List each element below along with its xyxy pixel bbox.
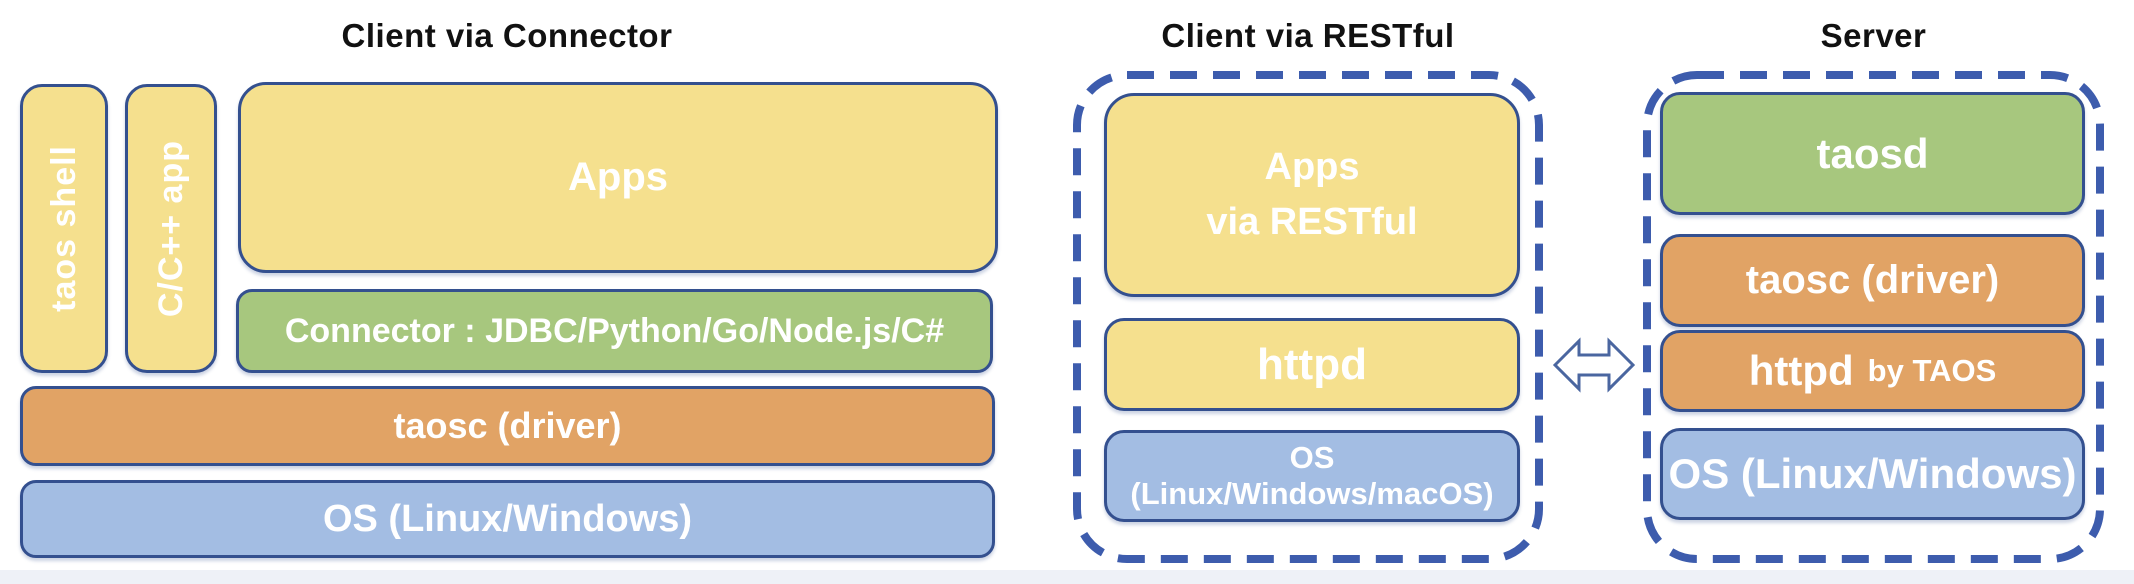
- apps-label: Apps: [568, 155, 668, 199]
- httpd-server-label: httpd: [1748, 347, 1854, 394]
- box-httpd-server: httpd by TAOS: [1660, 330, 2085, 412]
- taosc-driver-server-label: taosc (driver): [1745, 258, 2000, 302]
- box-apps-via-restful: Apps via RESTful: [1104, 93, 1520, 297]
- taosc-driver-client-label: taosc (driver): [393, 405, 622, 446]
- section-title-client-connector: Client via Connector: [341, 17, 673, 54]
- cpp-app-label: C/C++ app: [151, 139, 190, 318]
- taos-shell-label: taos shell: [44, 145, 83, 312]
- box-taos-shell: taos shell: [20, 84, 108, 373]
- box-connector: Connector : JDBC/Python/Go/Node.js/C#: [236, 289, 993, 373]
- box-os-restful: OS (Linux/Windows/macOS): [1104, 430, 1520, 522]
- box-cpp-app: C/C++ app: [125, 84, 217, 373]
- box-httpd-restful: httpd: [1104, 318, 1520, 411]
- box-apps: Apps: [238, 82, 998, 273]
- double-arrow-icon: [1552, 337, 1636, 393]
- restful-dashed-border: [1073, 71, 1543, 563]
- section-title-client-restful: Client via RESTful: [1161, 17, 1455, 54]
- box-os-server: OS (Linux/Windows): [1660, 428, 2085, 520]
- box-taosc-driver-server: taosc (driver): [1660, 234, 2085, 327]
- box-os-client-connector: OS (Linux/Windows): [20, 480, 995, 558]
- connector-label: Connector : JDBC/Python/Go/Node.js/C#: [284, 311, 945, 350]
- section-title-server: Server: [1820, 17, 1927, 54]
- apps-via-restful-line1: Apps: [1264, 145, 1360, 188]
- httpd-by-taos-label: by TAOS: [1867, 353, 1997, 388]
- httpd-restful-label: httpd: [1257, 339, 1367, 389]
- apps-via-restful-line2: via RESTful: [1206, 201, 1418, 243]
- os-client-connector-label: OS (Linux/Windows): [322, 497, 693, 540]
- box-taosd: taosd: [1660, 92, 2085, 215]
- bottom-strip: [0, 570, 2134, 584]
- os-restful-label: OS (Linux/Windows/macOS): [1130, 440, 1494, 511]
- box-taosc-driver-client: taosc (driver): [20, 386, 995, 466]
- os-server-label: OS (Linux/Windows): [1668, 450, 2077, 497]
- server-dashed-border: [1643, 71, 2104, 563]
- taosd-label: taosd: [1816, 129, 1929, 177]
